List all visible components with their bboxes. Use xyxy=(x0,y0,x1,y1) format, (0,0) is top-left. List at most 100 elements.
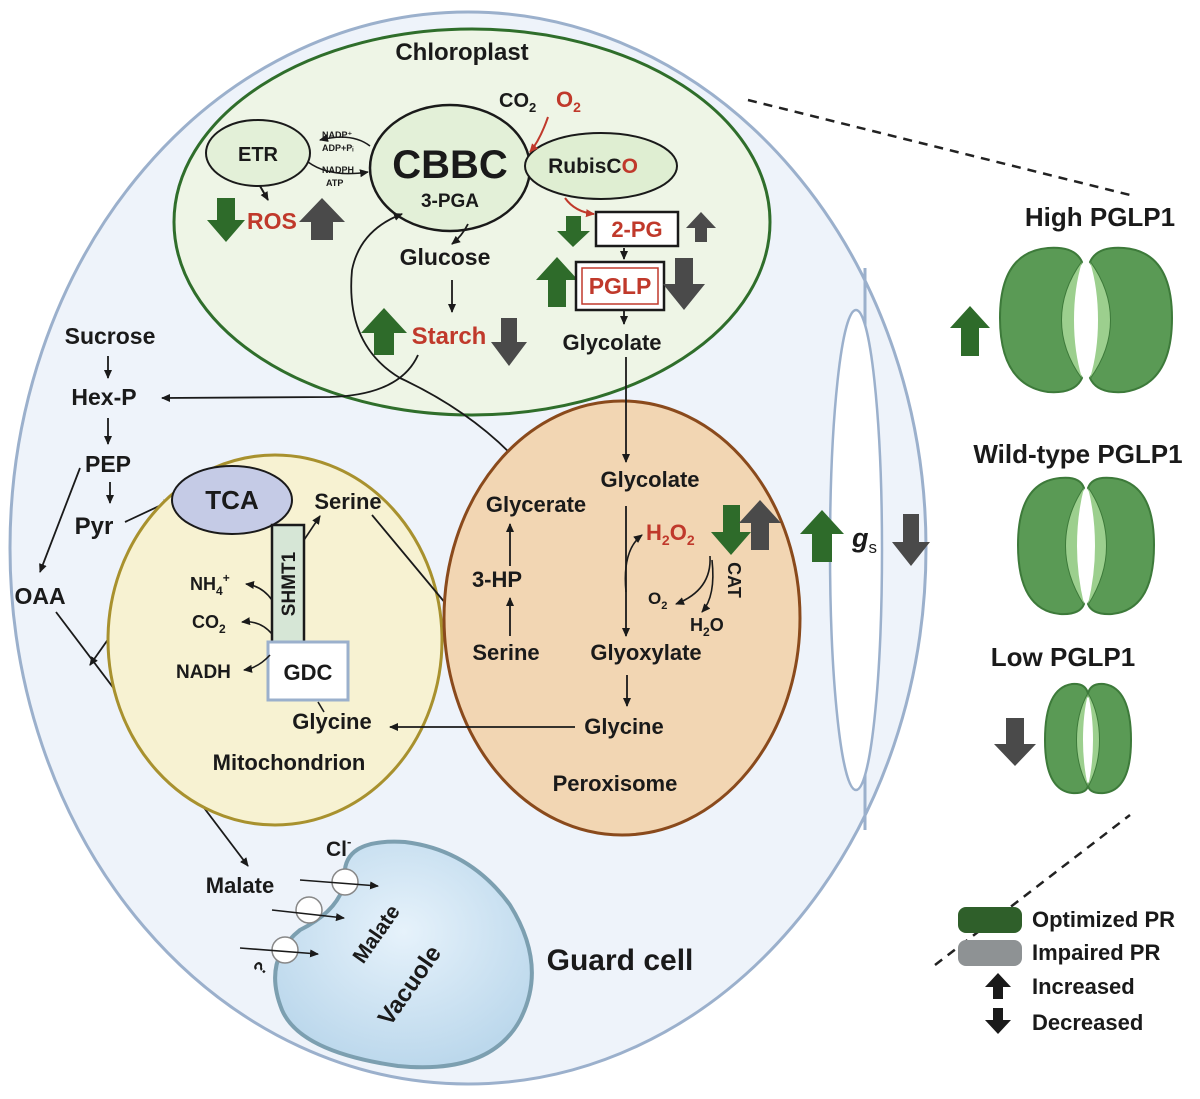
malate-cytosol-label: Malate xyxy=(206,873,274,898)
low-down-arrow xyxy=(994,718,1036,766)
nh4-label: NH4+ xyxy=(190,571,230,598)
ros-label: ROS xyxy=(247,208,297,234)
o2-text: O xyxy=(556,87,573,112)
pglp-inner-box xyxy=(581,267,659,305)
nh4-sup: + xyxy=(223,571,230,585)
o2-arrow xyxy=(529,116,549,153)
h2o-o: O xyxy=(710,615,724,635)
h2o2-up-arrow xyxy=(739,500,781,550)
high-pglp1-label: High PGLP1 xyxy=(1025,202,1175,232)
starch-label: Starch xyxy=(412,323,487,350)
serine-perox-label: Serine xyxy=(472,640,539,665)
ros-up-arrow xyxy=(299,198,345,240)
malate-import-arrow xyxy=(271,909,345,922)
gdc-label: GDC xyxy=(284,660,333,685)
nadph-to-cbbc-arrow xyxy=(307,161,369,178)
wild-pglp1-stoma xyxy=(1016,476,1156,616)
h2o-sub: 2 xyxy=(703,625,710,639)
rubisco-main-text: RubisC xyxy=(548,155,622,178)
o2-perox-text: O xyxy=(648,589,661,608)
gs-down-arrow xyxy=(892,514,930,566)
pga-label: 3-PGA xyxy=(421,191,479,212)
shmt1-to-serine-arrow xyxy=(303,515,321,541)
o2-sub: 2 xyxy=(573,99,581,115)
zoom-line-top xyxy=(747,98,1131,197)
o2-chloroplast: O2 xyxy=(556,87,581,115)
pyr-label: Pyr xyxy=(75,513,114,540)
etr-to-ros-arrow xyxy=(259,185,269,201)
gs-label: gs xyxy=(851,523,877,557)
nh4-sub: 4 xyxy=(216,584,223,598)
unknown-import-arrow xyxy=(239,947,319,958)
cbbc-label: CBBC xyxy=(392,143,508,187)
glycolate-perox-label: Glycolate xyxy=(600,467,699,492)
h2o-h: H xyxy=(690,615,703,635)
tca-label: TCA xyxy=(205,485,259,515)
wild-pglp1-label: Wild-type PGLP1 xyxy=(973,439,1182,469)
pep-to-oaa-arrow xyxy=(39,467,81,573)
rubisco-enzyme xyxy=(524,132,678,200)
o2-to-h2o2-arrow xyxy=(624,534,643,593)
starch-down-arrow xyxy=(491,318,527,366)
glycolate-chloroplast-label: Glycolate xyxy=(562,330,661,355)
nh4-text: NH xyxy=(190,574,216,594)
glyoxylate-label: Glyoxylate xyxy=(590,640,701,665)
legend-increased-label: Increased xyxy=(1032,974,1135,999)
etr-complex xyxy=(205,119,311,187)
oaa-label: OAA xyxy=(14,583,65,609)
nadh-label: NADH xyxy=(176,662,231,683)
h2o2-o: O xyxy=(670,520,687,545)
to-nh4-arrow xyxy=(245,581,273,601)
glycine-perox-label: Glycine xyxy=(584,714,663,739)
2pg-label: 2-PG xyxy=(611,217,662,242)
o2-perox-label: O2 xyxy=(648,589,667,612)
pep-label: PEP xyxy=(85,451,131,477)
cl-text: Cl xyxy=(326,838,347,861)
cat-label: CAT xyxy=(724,562,744,598)
malate-transporter xyxy=(295,896,323,924)
shmt1-box xyxy=(270,523,306,645)
legend-optimized-label: Optimized PR xyxy=(1032,907,1175,932)
co2-mito-text: CO xyxy=(192,612,219,632)
rubisco-to-2pg-arrow xyxy=(564,197,595,218)
h2o2-sub2: 2 xyxy=(687,532,695,548)
peroxisome-label: Peroxisome xyxy=(553,771,678,796)
shmt1-label: SHMT1 xyxy=(279,551,300,616)
to-nadh-arrow xyxy=(243,654,271,673)
sucrose-label: Sucrose xyxy=(65,323,156,349)
co2-sub: 2 xyxy=(529,100,536,115)
cl-sup: - xyxy=(347,834,351,849)
glycerate-to-pga-arrow xyxy=(350,213,541,489)
nadp-return-arrow xyxy=(319,134,371,147)
glycine-to-gdc-line xyxy=(317,701,325,713)
high-up-arrow xyxy=(950,306,990,356)
cl-label: Cl- xyxy=(326,834,351,861)
legend-increased-arrow xyxy=(985,973,1011,999)
rubisco-label: RubisCO xyxy=(548,155,638,178)
pglp-down-arrow xyxy=(663,258,705,310)
h2o-label: H2O xyxy=(690,615,724,639)
nadp-label: NADP⁺ xyxy=(322,130,353,140)
2pg-up-arrow xyxy=(686,212,716,242)
legend-decreased-label: Decreased xyxy=(1032,1010,1143,1035)
adp-label: ADP+Pᵢ xyxy=(322,143,354,153)
h2o2-down-arrow xyxy=(711,505,751,555)
h2o2-label: H2O2 xyxy=(646,520,695,548)
gs-g: g xyxy=(851,523,869,553)
legend-optimized-swatch xyxy=(958,907,1022,933)
pglp-up-arrow xyxy=(536,257,578,307)
mitochondrion-label: Mitochondrion xyxy=(213,750,366,775)
glycerate-label: Glycerate xyxy=(486,492,586,517)
nadph-label: NADPH xyxy=(322,165,354,175)
high-pglp1-stoma xyxy=(998,246,1174,394)
h2o2-to-h2o-arrow xyxy=(701,559,714,613)
h2o2-to-o2-arrow xyxy=(675,555,711,605)
co2-text: CO xyxy=(499,90,529,112)
co2-chloroplast: CO2 xyxy=(499,90,536,115)
2pg-box xyxy=(594,210,680,248)
gs-up-arrow xyxy=(800,510,844,562)
co2-mito-label: CO2 xyxy=(192,612,226,636)
3hp-label: 3-HP xyxy=(472,567,522,592)
o2-perox-sub: 2 xyxy=(661,600,667,612)
low-pglp1-label: Low PGLP1 xyxy=(991,642,1135,672)
